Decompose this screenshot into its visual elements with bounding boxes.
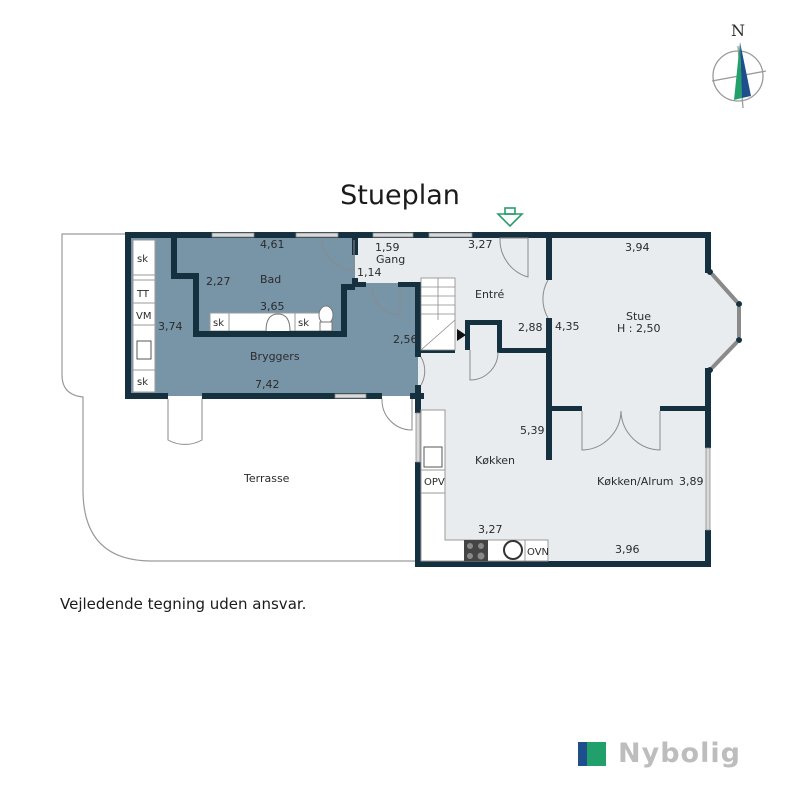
dimension-label: 3,89	[679, 475, 704, 488]
logo-mark-icon	[578, 741, 606, 766]
room-label-bad: Bad	[260, 273, 281, 286]
dimension-label: 3,74	[158, 320, 183, 333]
entry-arrow-icon	[496, 213, 524, 228]
dimension-label: 4,61	[260, 238, 285, 251]
oven-label: OVN	[527, 547, 549, 558]
terrace-outline	[61, 233, 415, 562]
dimension-label: 1,14	[357, 266, 382, 279]
cabinet-label: sk	[137, 377, 148, 388]
compass: N	[711, 21, 767, 109]
dimension-label: 3,27	[478, 523, 503, 536]
dimension-label: 2,88	[518, 321, 543, 334]
room-label-terrasse: Terrasse	[243, 472, 290, 485]
washing-machine-label: VM	[136, 311, 151, 322]
room-label-stue: Stue	[626, 310, 651, 323]
sink-icon	[423, 446, 443, 468]
toilet-icon	[318, 305, 334, 325]
room-label-gang: Gang	[376, 253, 405, 266]
dimension-label: 1,59	[375, 241, 400, 254]
cabinet-label: sk	[213, 318, 224, 329]
washbasin-icon	[265, 313, 291, 332]
stair-arrow-icon	[457, 329, 466, 341]
sink-icon	[136, 340, 152, 360]
dimension-label: 5,39	[520, 424, 545, 437]
ceiling-height-label: H : 2,50	[617, 322, 660, 335]
dimension-label: 2,56	[393, 333, 418, 346]
cabinet-label: sk	[137, 254, 148, 265]
nybolig-logo: Nybolig	[578, 738, 741, 769]
dishwasher-label: OPV	[424, 477, 445, 488]
room-label-bryggers: Bryggers	[250, 350, 300, 363]
dimension-label: 3,27	[468, 238, 493, 251]
dimension-label: 3,96	[615, 543, 640, 556]
room-label-kokken-alrum: Køkken/Alrum	[597, 475, 674, 488]
dimension-label: 3,65	[260, 300, 285, 313]
compass-north-label: N	[731, 21, 745, 40]
dimension-label: 3,94	[625, 241, 650, 254]
floor-title: Stueplan	[340, 180, 460, 211]
fan-icon	[503, 540, 523, 560]
cabinet-label: sk	[298, 318, 309, 329]
logo-text: Nybolig	[618, 738, 741, 769]
compass-needle-icon	[734, 42, 742, 100]
dimension-label: 2,27	[206, 275, 231, 288]
cooktop-icon	[464, 540, 488, 561]
tumble-dryer-label: TT	[136, 289, 150, 300]
room-label-kokken: Køkken	[475, 454, 515, 467]
disclaimer-text: Vejledende tegning uden ansvar.	[60, 595, 307, 613]
room-label-entre: Entré	[475, 288, 505, 301]
dimension-label: 4,35	[555, 320, 580, 333]
dimension-label: 7,42	[255, 378, 280, 391]
